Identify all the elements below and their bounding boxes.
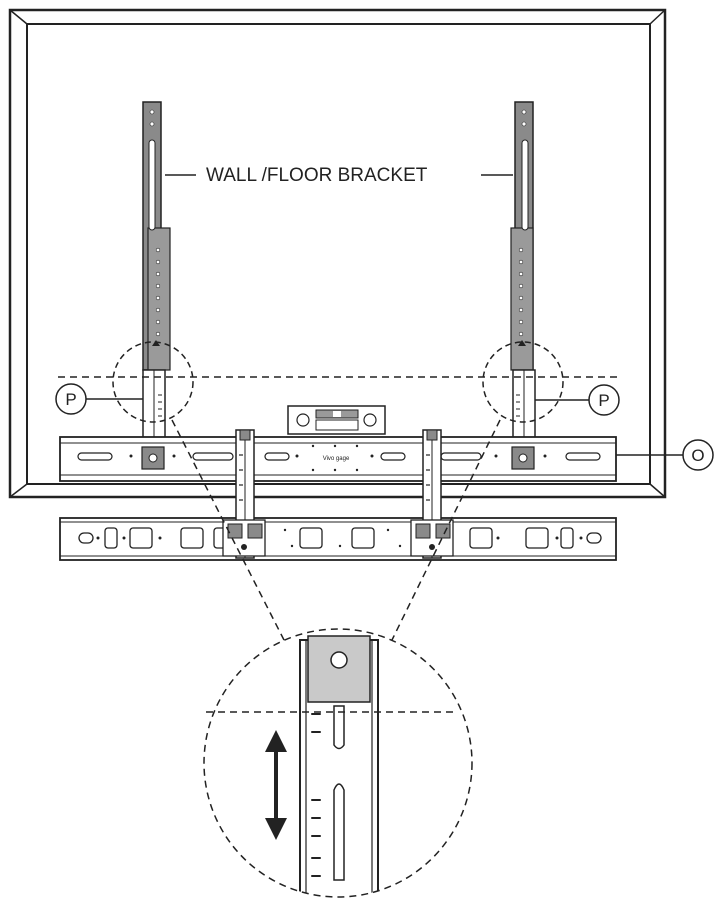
bracket-label: WALL /FLOOR BRACKET: [165, 165, 513, 186]
left-callout-text: P: [65, 390, 76, 409]
zoom-leader-lines: [171, 419, 501, 641]
left-wall-bracket: [142, 101, 171, 441]
double-arrow-vertical-icon: [265, 730, 287, 840]
zoom-detail: [203, 628, 473, 898]
mount-plate: [59, 517, 617, 561]
right-vertical-arm: [410, 429, 454, 559]
right-callout-text: P: [598, 391, 609, 410]
bubble-level-icon: [287, 405, 386, 435]
right-callout: P: [535, 384, 620, 416]
display-frame: [8, 8, 667, 499]
left-detail-circle: [112, 341, 194, 423]
crossbar-callout: O: [616, 439, 714, 471]
brand-mark: Vivo gage: [323, 456, 350, 462]
right-wall-bracket: [510, 101, 536, 441]
left-callout: P: [55, 383, 143, 415]
bracket-label-text: WALL /FLOOR BRACKET: [206, 165, 428, 186]
right-detail-circle: [482, 341, 564, 423]
crossbar-callout-text: O: [691, 446, 704, 465]
left-vertical-arm: [222, 429, 266, 559]
crossbar: Vivo gage: [59, 436, 617, 482]
